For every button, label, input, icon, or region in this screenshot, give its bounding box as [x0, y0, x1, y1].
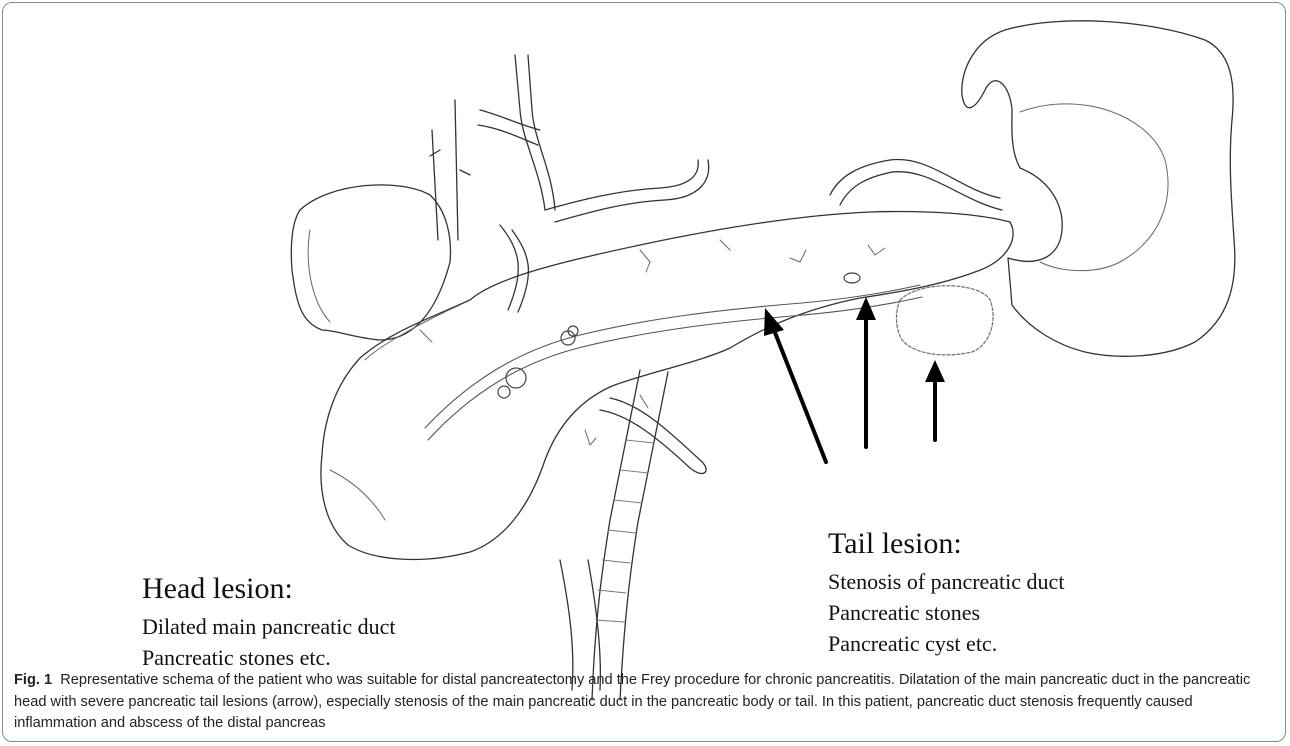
main-pancreatic-duct	[425, 285, 922, 440]
arrow-head-3	[925, 360, 945, 382]
pancreatic-cyst	[896, 286, 993, 355]
pancreas	[321, 211, 1013, 559]
figure-caption: Fig. 1 Representative schema of the pati…	[14, 670, 1276, 735]
hepatic-artery	[430, 100, 470, 240]
pancreatic-stones	[498, 273, 860, 398]
superior-mesenteric-vessels	[592, 370, 668, 700]
splenic-artery	[545, 160, 709, 222]
splenic-vein	[830, 160, 1002, 210]
head-lesion-item: Pancreatic stones etc.	[142, 645, 331, 671]
figure-label: Fig. 1	[14, 672, 52, 688]
celiac-trunk	[515, 55, 555, 210]
lesion-arrows	[772, 316, 935, 462]
tail-lesion-title: Tail lesion:	[828, 527, 962, 561]
tail-lesion-item: Pancreatic stones	[828, 600, 980, 626]
head-lesion-title: Head lesion:	[142, 572, 293, 606]
spleen	[962, 21, 1235, 356]
tail-lesion-item: Stenosis of pancreatic duct	[828, 569, 1064, 595]
caption-text: Representative schema of the patient who…	[14, 672, 1250, 731]
head-lesion-item: Dilated main pancreatic duct	[142, 614, 396, 640]
gallbladder	[291, 185, 450, 340]
tail-lesion-item: Pancreatic cyst etc.	[828, 631, 997, 657]
